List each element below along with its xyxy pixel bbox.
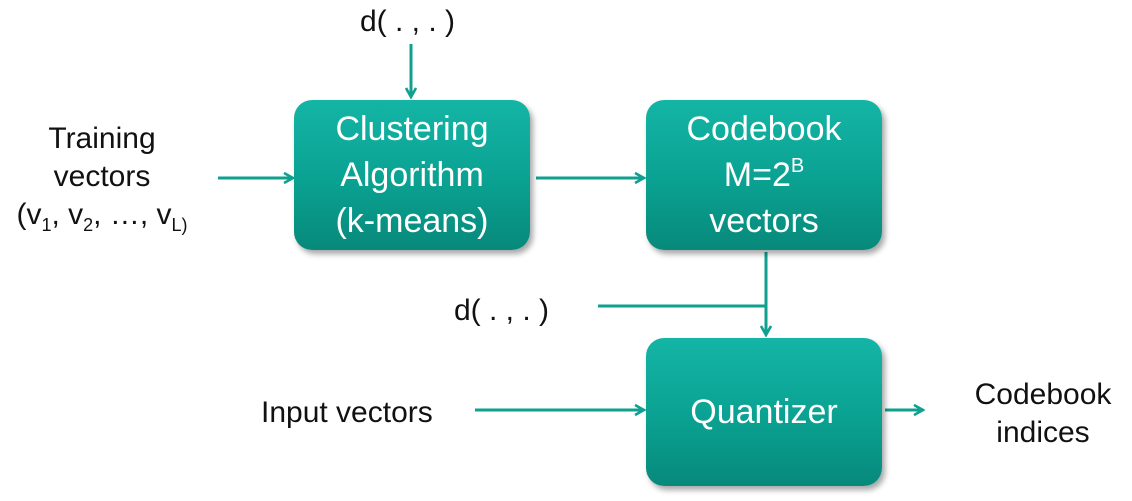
training-vectors-label: Training vectors (v1, v2, …, vL) [0,120,204,234]
codebook-line1: Codebook [686,110,842,148]
training-line2: vectors [53,160,151,193]
codebook-box: Codebook M=2B vectors [646,100,882,250]
clustering-algorithm-box: Clustering Algorithm (k-means) [294,100,530,250]
clustering-line1: Clustering [335,110,489,148]
distance-label-mid: d( . , . ) [454,294,550,327]
input-vectors-label: Input vectors [261,396,433,429]
distance-label-top: d( . , . ) [360,5,456,38]
codebook-line2: M=2B [723,154,805,194]
training-line1: Training [48,122,156,155]
quantizer-label: Quantizer [690,393,838,431]
codebook-line3: vectors [709,202,819,240]
codebook-indices-label: Codebook indices [958,376,1128,452]
clustering-line2: Algorithm [340,156,484,194]
output-line1: Codebook [974,378,1112,411]
output-line2: indices [996,416,1090,449]
training-line3: (v1, v2, …, vL) [16,198,188,235]
clustering-line3: (k-means) [335,202,489,240]
quantizer-box: Quantizer [646,338,882,486]
